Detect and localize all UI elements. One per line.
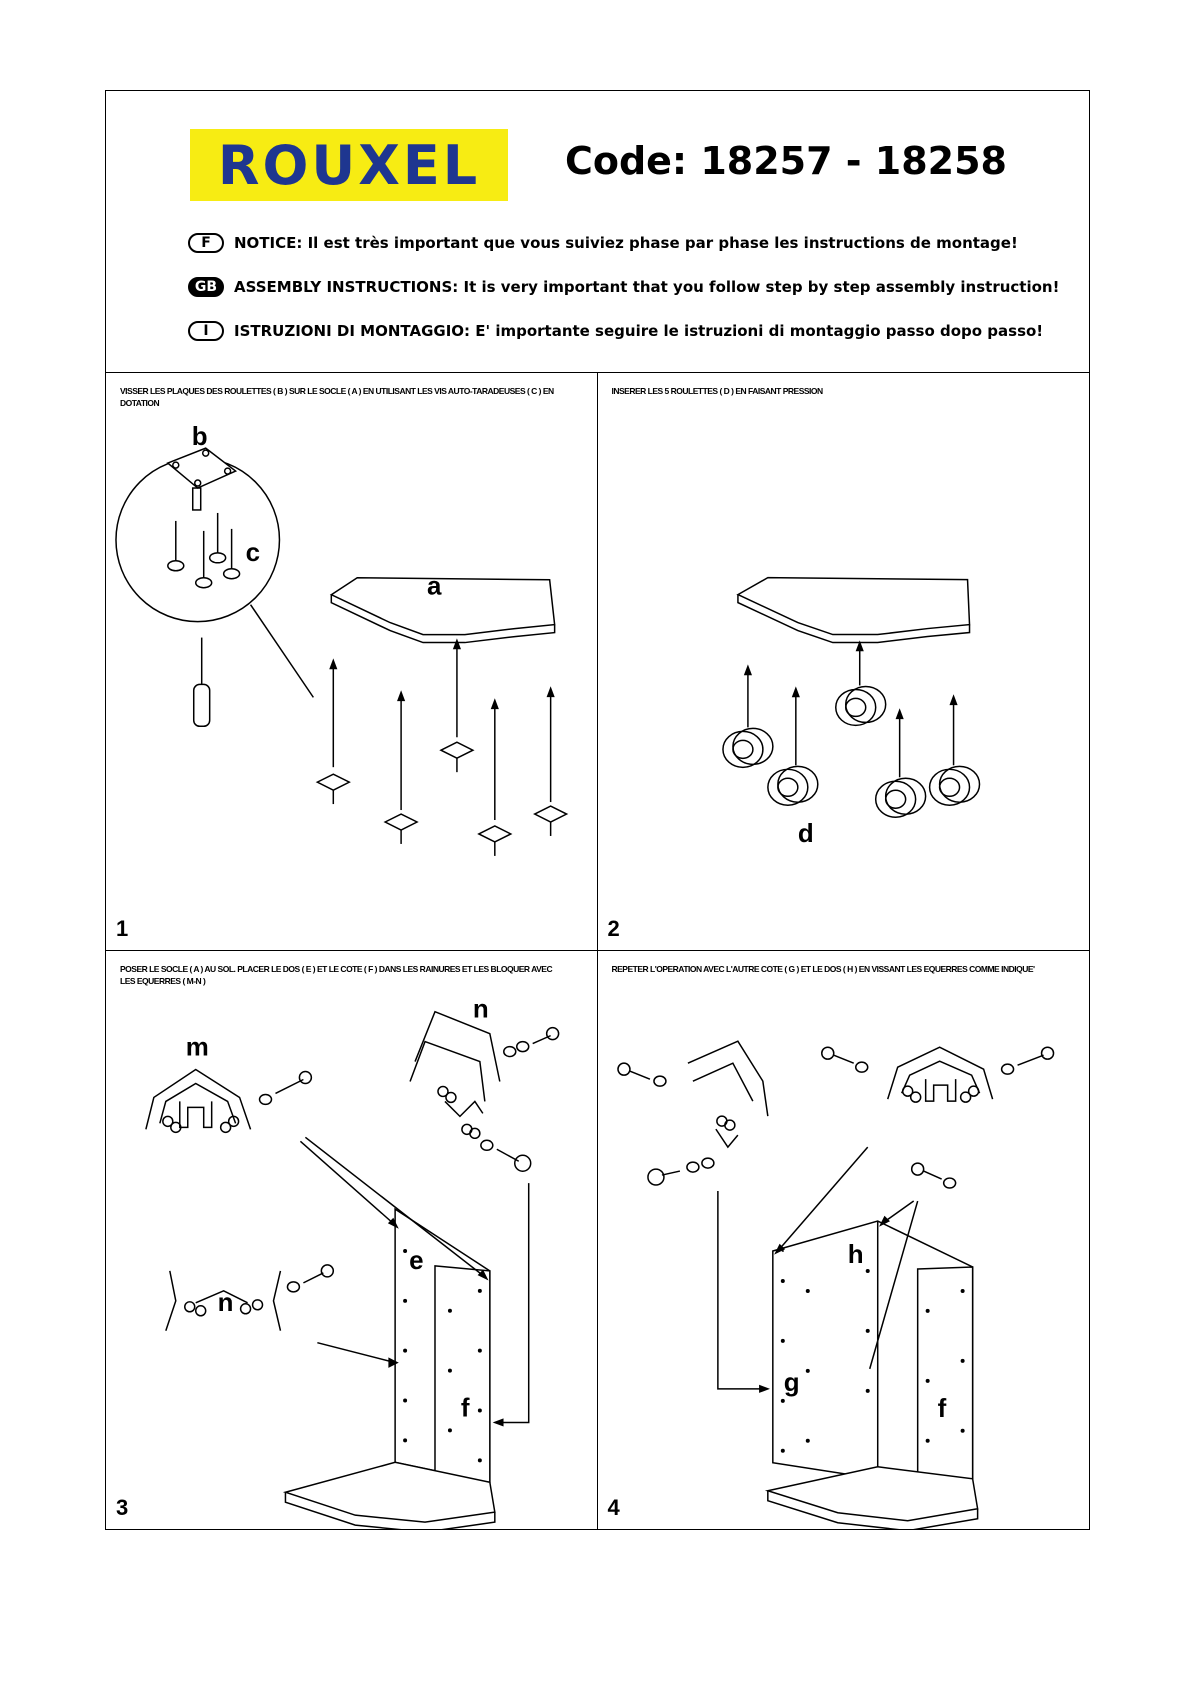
lang-badge-f: F xyxy=(188,233,224,253)
label-f-step4: f xyxy=(937,1393,946,1423)
lang-badge-gb: GB xyxy=(188,277,224,297)
bracket-top-left xyxy=(616,1040,769,1186)
notice-gb-text: ASSEMBLY INSTRUCTIONS: It is very import… xyxy=(234,278,1060,296)
lang-badge-i: I xyxy=(188,321,224,341)
logo-text: ROUXEL xyxy=(217,133,481,197)
label-a: a xyxy=(427,573,442,601)
step-2-text: INSERER LES 5 ROULETTES ( d ) EN FAISANT… xyxy=(611,386,824,396)
step-1-number: 1 xyxy=(116,916,129,941)
step-4-text: REPETER L'OPERATION AVEC L'AUTRE COTE ( … xyxy=(611,964,1036,974)
step-3-diagram: m n n e f xyxy=(145,996,560,1529)
base-a-step4 xyxy=(764,1466,978,1522)
side-panel-f xyxy=(434,1265,491,1484)
step-2-diagram: d xyxy=(721,576,980,848)
caster-wheels xyxy=(721,685,980,818)
label-m: m xyxy=(186,1034,209,1062)
notice-it-text: ISTRUZIONI DI MONTAGGIO: E' importante s… xyxy=(234,322,1044,340)
label-b: b xyxy=(192,423,208,451)
label-d: d xyxy=(797,820,813,848)
step-4-number: 4 xyxy=(607,1495,620,1520)
notice-gb: GB ASSEMBLY INSTRUCTIONS: It is very imp… xyxy=(188,277,1059,297)
step-2-number: 2 xyxy=(607,916,620,941)
label-g: g xyxy=(783,1367,799,1397)
step-1-diagram: b c a xyxy=(115,423,569,856)
label-h: h xyxy=(847,1239,863,1269)
step-2-panel: d INSERER LES 5 ROULETTES ( d ) EN FAISA… xyxy=(597,373,1089,951)
header: ROUXEL Code: 18257 - 18258 F NOTICE: Il … xyxy=(106,91,1089,373)
base-a xyxy=(329,577,556,636)
notice-it: I ISTRUZIONI DI MONTAGGIO: E' importante… xyxy=(188,321,1043,341)
base-a-step2 xyxy=(735,576,970,636)
instruction-sheet: ROUXEL Code: 18257 - 18258 F NOTICE: Il … xyxy=(105,90,1090,1530)
screwdriver-handle xyxy=(192,683,211,728)
step-1-text: VISSER LES PLAQUES DES ROULETTES ( b ) S… xyxy=(120,386,554,408)
rouxel-logo: ROUXEL xyxy=(190,129,508,201)
label-f: f xyxy=(461,1394,470,1422)
bracket-top-right xyxy=(820,1046,1054,1103)
steps-grid: b c a VISSER LES PLAQUES DES ROULETTES (… xyxy=(106,373,1089,1529)
step-3-panel: m n n e f POSER LE SOCLE ( a ) AU SOL. P… xyxy=(106,951,598,1529)
notice-fr-text: NOTICE: Il est très important que vous s… xyxy=(234,234,1018,252)
label-e: e xyxy=(409,1247,423,1275)
product-code: Code: 18257 - 18258 xyxy=(564,139,1007,183)
side-panel-f-step4 xyxy=(916,1266,973,1482)
bracket-n-middle xyxy=(165,1264,335,1331)
caster-plates xyxy=(315,741,569,856)
step-3-number: 3 xyxy=(116,1495,129,1520)
bracket-n-top xyxy=(409,1010,560,1172)
plate-stem xyxy=(191,487,202,511)
step-3-text: POSER LE SOCLE ( a ) AU SOL. PLACER LE D… xyxy=(120,964,553,986)
label-n-middle: n xyxy=(218,1289,234,1317)
step-4-diagram: h g f xyxy=(616,1040,1054,1529)
screw-detail xyxy=(167,512,241,589)
notice-fr: F NOTICE: Il est très important que vous… xyxy=(188,233,1018,253)
step-4-panel: h g f REPETER L'OPERATION AVEC L'AUTRE C… xyxy=(598,951,1090,1529)
label-n-top: n xyxy=(473,996,489,1024)
caster-plate-detail xyxy=(166,447,238,489)
step-1-panel: b c a VISSER LES PLAQUES DES ROULETTES (… xyxy=(106,373,598,951)
bracket-m xyxy=(145,1068,313,1134)
label-c: c xyxy=(246,539,260,567)
